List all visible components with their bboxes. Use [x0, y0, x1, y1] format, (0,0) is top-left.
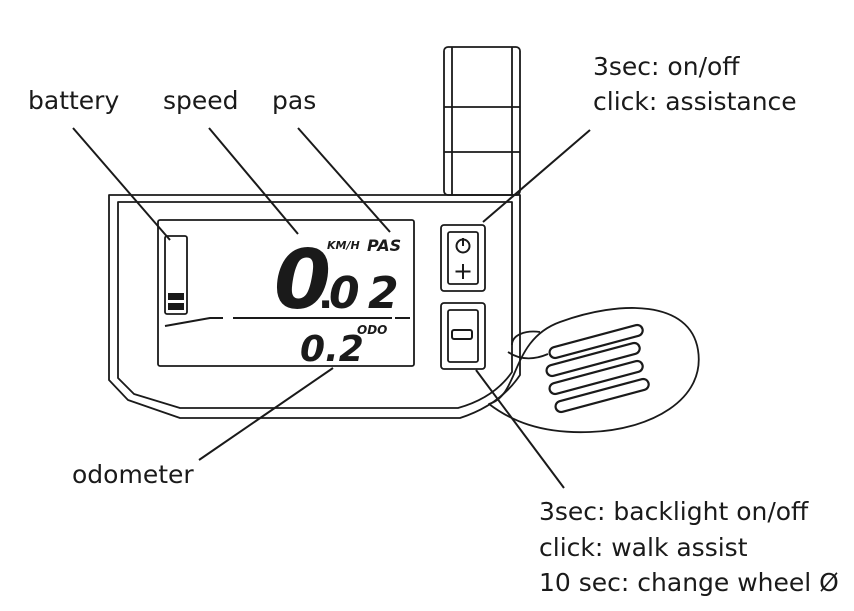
speed-label: speed — [163, 86, 239, 115]
battery-bar — [168, 273, 184, 280]
power-icon — [455, 238, 471, 254]
power-button-label-line1: 3sec: on/off — [593, 52, 740, 81]
pas-callout-label: pas — [272, 86, 317, 115]
odometer-label: odometer — [72, 460, 194, 489]
speed-unit: KM/H — [327, 239, 360, 252]
pas-level-digit: 2 — [368, 268, 399, 319]
battery-bar — [168, 293, 184, 300]
power-button-label-line2: click: assistance — [593, 87, 797, 116]
battery-label: battery — [28, 86, 120, 115]
mount-clamp — [443, 46, 521, 196]
lcd-divider — [164, 317, 410, 327]
speed-big-digit: 0 — [274, 233, 331, 328]
leader-battery — [72, 127, 171, 241]
leader-odometer — [198, 367, 334, 461]
speed-decimal-point: . — [318, 272, 333, 318]
minus-icon — [451, 329, 473, 340]
minus-button-label-line2: click: walk assist — [539, 533, 748, 562]
leader-speed — [208, 127, 299, 235]
leader-minus-button — [475, 369, 565, 489]
odometer-unit: ODO — [357, 323, 387, 337]
odometer-value: 0.2 — [300, 329, 364, 370]
speed-small-digit: 0 — [329, 268, 360, 319]
battery-indicator — [164, 235, 188, 315]
pas-label: PAS — [367, 236, 401, 255]
power-plus-button[interactable] — [440, 224, 486, 292]
remote-paddle — [488, 307, 700, 434]
minus-button-label-line3: 10 sec: change wheel Ø — [539, 568, 839, 597]
leader-pas — [297, 127, 391, 233]
plus-icon — [455, 264, 471, 279]
leader-lines — [72, 127, 591, 489]
minus-button[interactable] — [440, 302, 486, 370]
leader-power-button — [482, 129, 591, 223]
display-housing — [108, 194, 521, 419]
battery-bar — [168, 263, 184, 270]
battery-bar — [168, 283, 184, 290]
battery-bar — [168, 303, 184, 310]
minus-button-label-line1: 3sec: backlight on/off — [539, 497, 809, 526]
